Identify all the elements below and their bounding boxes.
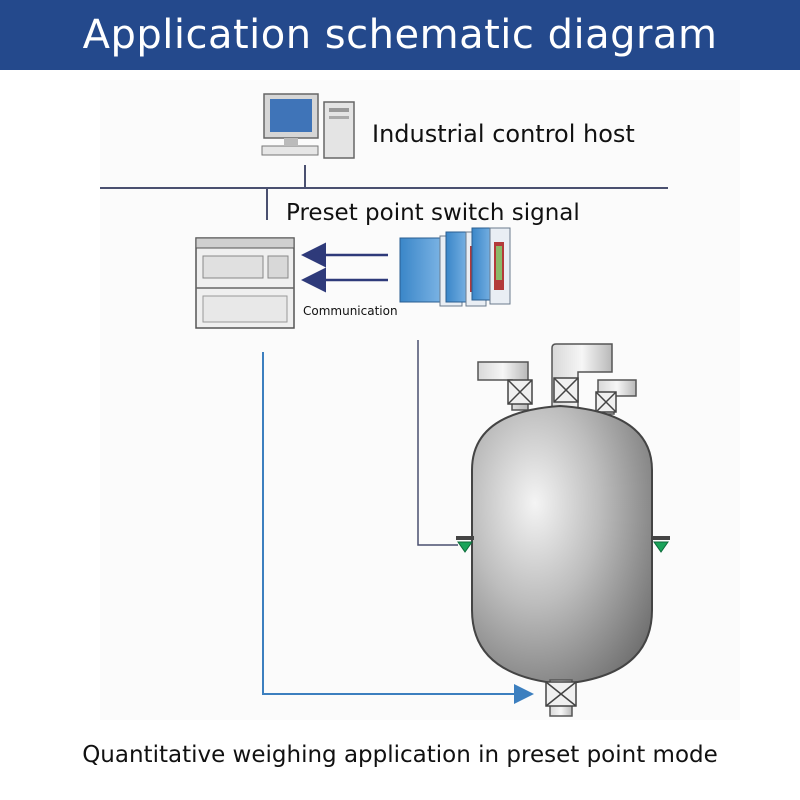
transmitter-modules-icon [399,227,511,307]
page-title: Application schematic diagram [82,12,718,58]
feed-control-line [262,352,534,704]
load-cell-wire [417,340,458,546]
load-cell-icon [456,536,670,553]
tank-icon [471,343,653,717]
host-label: Industrial control host [372,120,635,148]
computer-icon [261,93,355,159]
plc-icon [195,237,295,329]
communication-label: Communication [303,304,398,318]
preset-signal-label: Preset point switch signal [286,200,580,226]
diagram-caption: Quantitative weighing application in pre… [82,742,718,768]
title-banner: Application schematic diagram [0,0,800,70]
